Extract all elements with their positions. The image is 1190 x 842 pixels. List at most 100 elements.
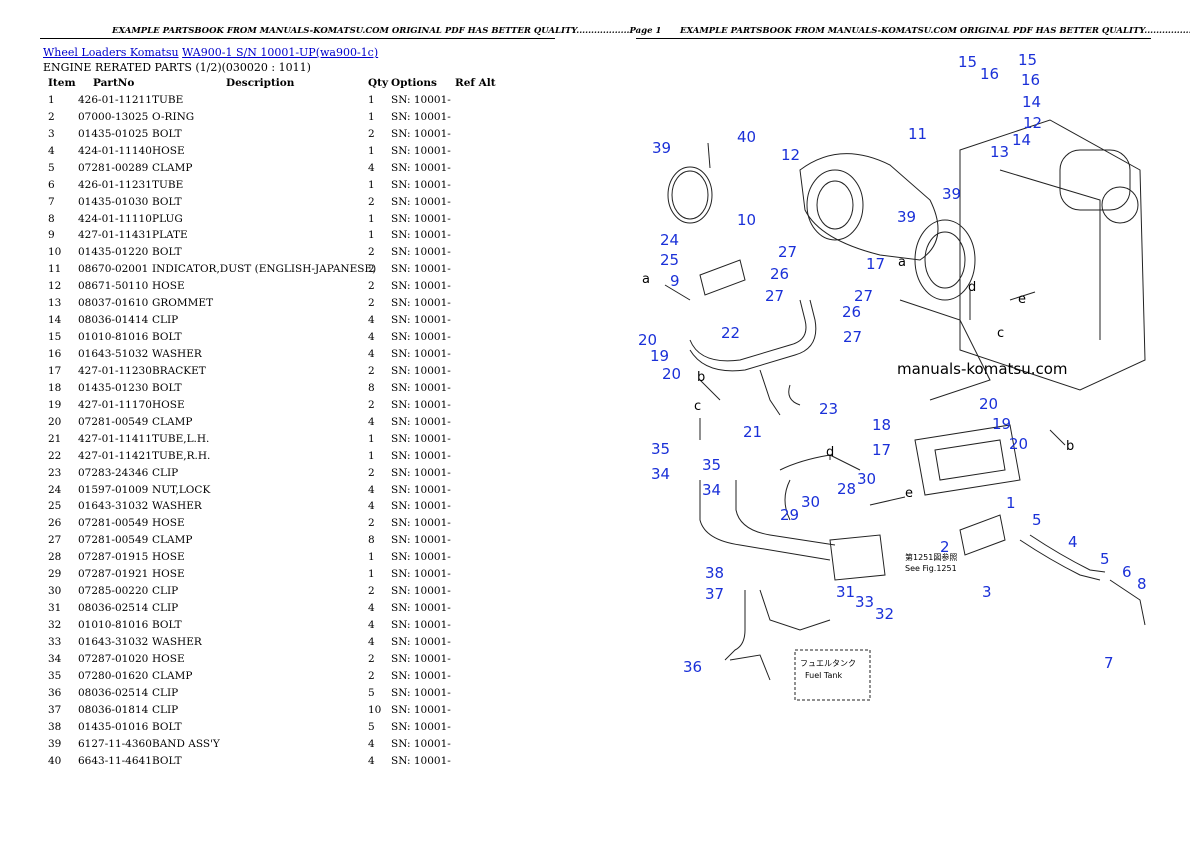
part-number: 01435-01025 <box>78 127 149 140</box>
section-title: ENGINE RERATED PARTS (1/2)(030020 : 1011… <box>43 61 311 74</box>
part-description: WASHER <box>152 635 202 648</box>
callout-label: 4 <box>1068 533 1078 551</box>
callout-label: 21 <box>743 423 762 441</box>
part-number: 07281-00549 <box>78 534 149 547</box>
part-item-number: 22 <box>48 449 62 462</box>
part-description: CLIP <box>152 703 179 716</box>
callout-label: 14 <box>1022 93 1041 111</box>
part-item-number: 13 <box>48 297 62 310</box>
callout-label: 30 <box>857 470 876 488</box>
header-divider-left <box>40 38 555 39</box>
part-description: BOLT <box>152 127 182 140</box>
callout-label: 14 <box>1012 131 1031 149</box>
callout-label: 5 <box>1100 550 1110 568</box>
part-item-number: 7 <box>48 195 55 208</box>
callout-label: 27 <box>765 287 784 305</box>
breadcrumb-link-category[interactable]: Wheel Loaders Komatsu <box>43 46 179 59</box>
part-number: 07281-00549 <box>78 517 149 530</box>
part-description: CLAMP <box>152 534 193 547</box>
callout-label: 18 <box>872 416 891 434</box>
part-description: CLIP <box>152 602 179 615</box>
part-qty: 2 <box>368 246 375 259</box>
callout-label: 35 <box>702 456 721 474</box>
part-number: 07287-01915 <box>78 551 149 564</box>
part-qty: 4 <box>368 415 375 428</box>
connection-letter: b <box>697 370 705 385</box>
part-number: 07283-24346 <box>78 466 149 479</box>
part-item-number: 17 <box>48 364 62 377</box>
callout-label: 27 <box>778 243 797 261</box>
part-qty: 2 <box>368 398 375 411</box>
part-number: 07287-01921 <box>78 568 149 581</box>
part-qty: 1 <box>368 144 375 157</box>
breadcrumb: Wheel Loaders Komatsu WA900-1 S/N 10001-… <box>43 46 378 59</box>
part-number: 08036-01814 <box>78 703 149 716</box>
part-qty: 1 <box>368 93 375 106</box>
part-item-number: 35 <box>48 669 62 682</box>
part-item-number: 36 <box>48 686 62 699</box>
part-number: 01643-31032 <box>78 635 149 648</box>
part-options: SN: 10001- <box>391 229 451 242</box>
part-description: BOLT <box>152 195 182 208</box>
part-item-number: 11 <box>48 263 62 276</box>
part-item-number: 34 <box>48 652 62 665</box>
part-options: SN: 10001- <box>391 280 451 293</box>
part-options: SN: 10001- <box>391 144 451 157</box>
part-number: 08036-02514 <box>78 602 149 615</box>
callout-label: 12 <box>1023 114 1042 132</box>
callout-label: 40 <box>737 128 756 146</box>
part-description: TUBE <box>152 178 184 191</box>
callout-label: 15 <box>1018 51 1037 69</box>
part-qty: 8 <box>368 381 375 394</box>
part-number: 427-01-11230 <box>78 364 152 377</box>
part-options: SN: 10001- <box>391 415 451 428</box>
part-options: SN: 10001- <box>391 110 451 123</box>
part-item-number: 27 <box>48 534 62 547</box>
connection-letter: a <box>642 272 650 287</box>
fuel-tank-jp: フュエルタンク <box>800 659 856 668</box>
part-number: 427-01-11170 <box>78 398 152 411</box>
part-options: SN: 10001- <box>391 348 451 360</box>
part-description: HOSE <box>152 652 185 665</box>
callout-label: 25 <box>660 251 679 269</box>
callout-label: 36 <box>683 658 702 676</box>
part-options: SN: 10001- <box>391 364 451 377</box>
part-number: 01435-01016 <box>78 720 149 733</box>
part-description: INDICATOR,DUST (ENGLISH-JAPANESE) <box>152 263 377 276</box>
part-description: GROMMET <box>152 297 214 310</box>
callout-label: 26 <box>770 265 789 283</box>
part-options: SN: 10001- <box>391 602 451 615</box>
part-item-number: 23 <box>48 466 62 479</box>
part-options: SN: 10001- <box>391 381 451 394</box>
column-header-partno: PartNo <box>93 77 135 89</box>
part-qty: 2 <box>368 669 375 682</box>
part-item-number: 24 <box>48 483 62 496</box>
part-options: SN: 10001- <box>391 449 451 462</box>
page2-header: EXAMPLE PARTSBOOK FROM MANUALS-KOMATSU.C… <box>680 26 1190 36</box>
part-item-number: 14 <box>48 314 62 327</box>
part-number: 07000-13025 <box>78 110 149 123</box>
part-options: SN: 10001- <box>391 517 451 530</box>
part-item-number: 37 <box>48 703 62 716</box>
part-number: 07280-01620 <box>78 669 149 682</box>
part-description: BRACKET <box>152 364 206 377</box>
part-item-number: 3 <box>48 127 55 140</box>
part-number: 424-01-11110 <box>78 212 152 225</box>
column-header-qty: Qty <box>368 77 389 89</box>
part-description: CLIP <box>152 466 179 479</box>
part-options: SN: 10001- <box>391 263 451 276</box>
part-qty: 4 <box>368 483 375 496</box>
part-item-number: 40 <box>48 754 62 767</box>
part-number: 01597-01009 <box>78 483 149 496</box>
part-item-number: 39 <box>48 737 62 750</box>
part-number: 07281-00549 <box>78 415 149 428</box>
part-item-number: 19 <box>48 398 62 411</box>
part-qty: 4 <box>368 314 375 327</box>
part-qty: 4 <box>368 500 375 513</box>
part-qty: 4 <box>368 161 375 174</box>
breadcrumb-link-model[interactable]: WA900-1 S/N 10001-UP(wa900-1c) <box>182 46 379 59</box>
part-options: SN: 10001- <box>391 703 451 716</box>
part-number: 01643-51032 <box>78 348 149 360</box>
part-description: HOSE <box>152 568 185 581</box>
callout-label: 29 <box>780 506 799 524</box>
